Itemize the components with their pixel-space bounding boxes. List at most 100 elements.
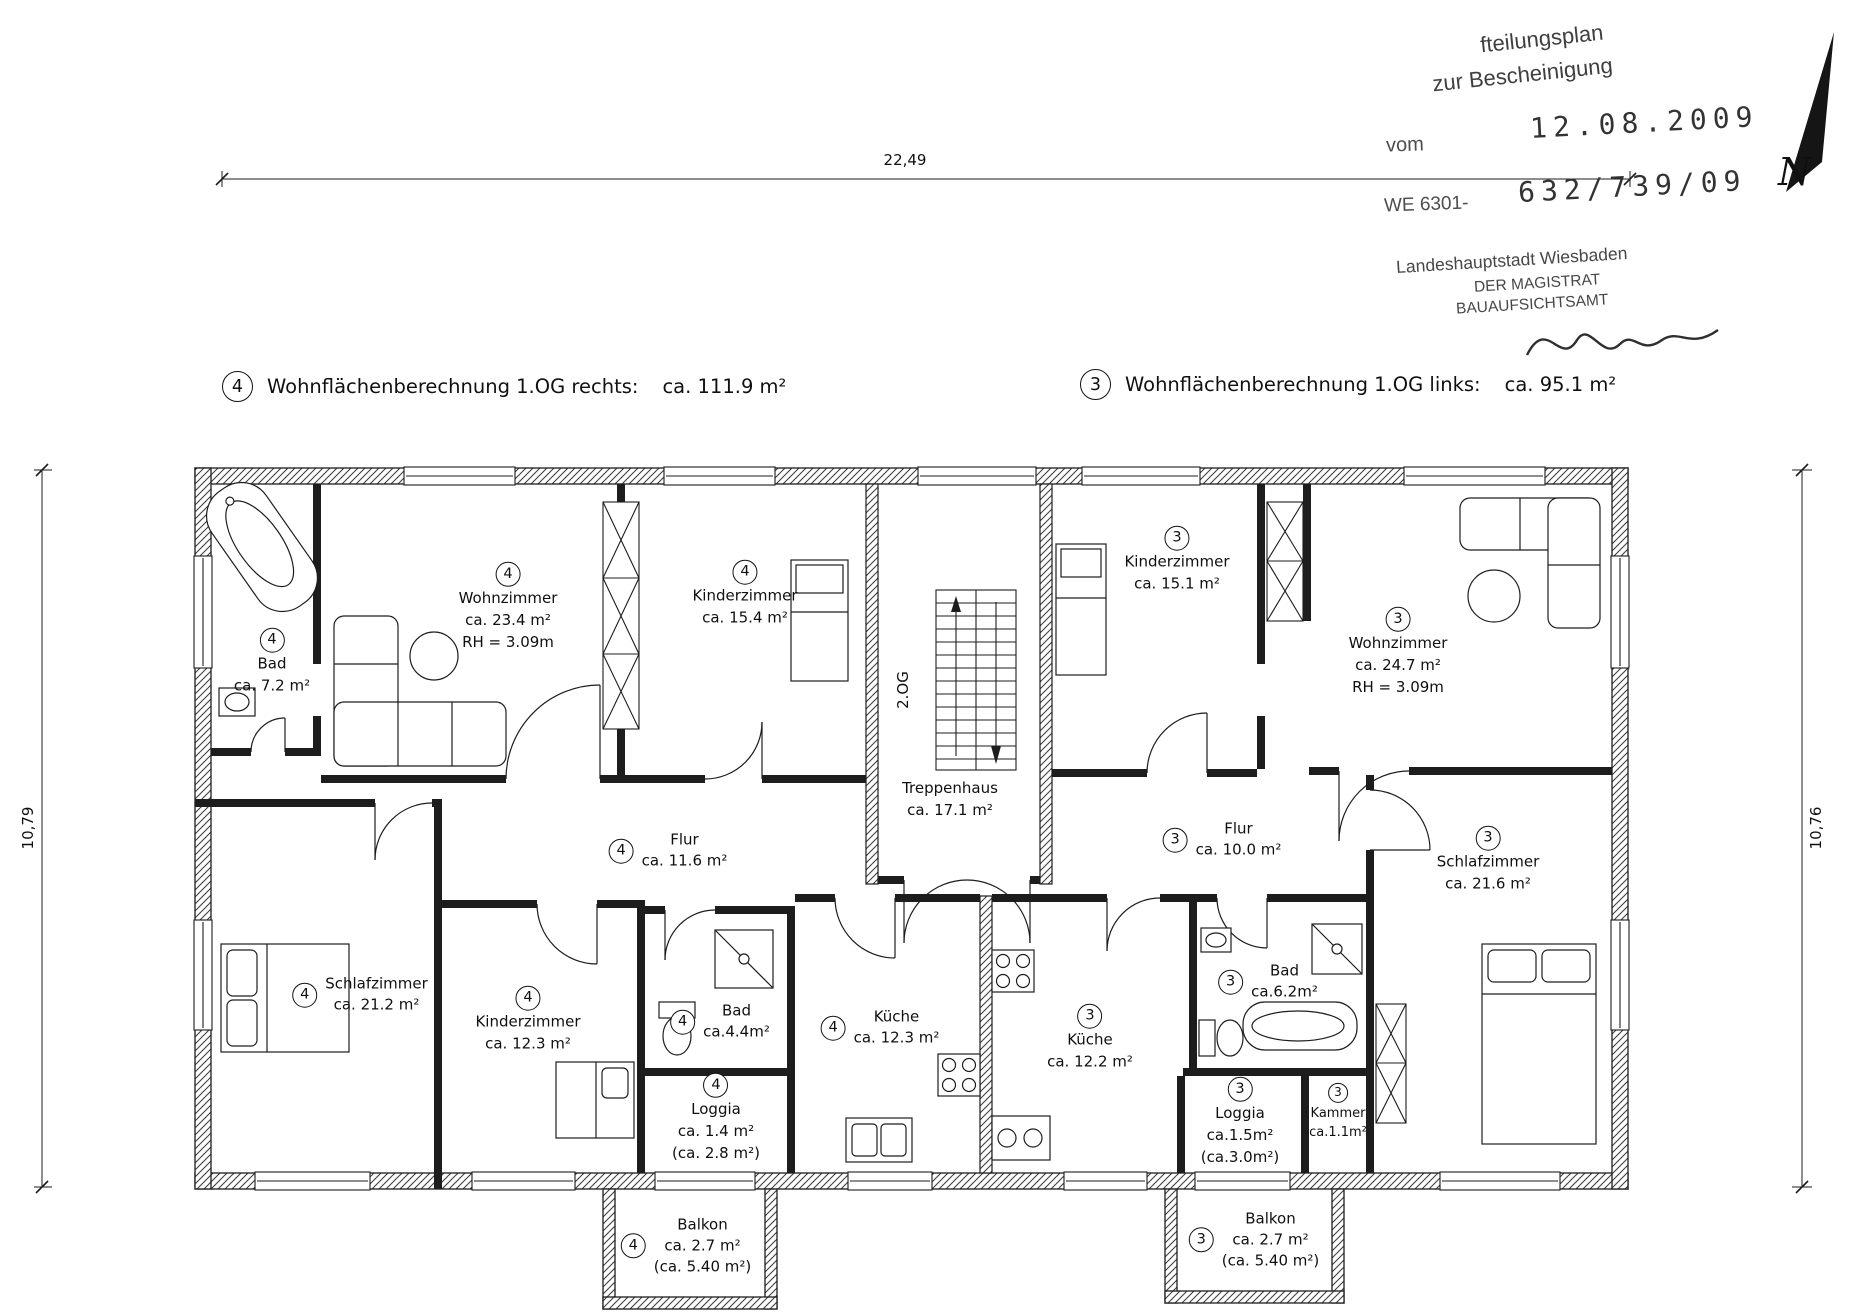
room-area: ca. 23.4 m² [465, 610, 551, 629]
room-name: Flur [1224, 819, 1253, 838]
room-label-kinderzimmer-3: 3 Kinderzimmer ca. 15.1 m² [1124, 525, 1230, 595]
kitchen-sink-symbol-left [845, 1117, 913, 1163]
room-name: Bad [721, 1001, 751, 1020]
room-name: Bad [257, 654, 287, 673]
unit-badge: 4 [515, 985, 541, 1011]
room-label-balkon-4: 4 Balkon ca. 2.7 m² (ca. 5.40 m²) [620, 1215, 751, 1276]
windows [193, 466, 1630, 1191]
stove-symbol-left [937, 1053, 981, 1097]
room-label-kinderzimmer-4-bottom: 4 Kinderzimmer ca. 12.3 m² [475, 985, 581, 1055]
room-name: Wohnzimmer [1348, 633, 1448, 652]
outer-walls [194, 467, 1629, 1190]
unit-4-badge: 4 [222, 371, 253, 402]
room-label-kueche-4: 4 Küche ca. 12.3 m² [820, 1007, 940, 1049]
room-label-balkon-3: 3 Balkon ca. 2.7 m² (ca. 5.40 m²) [1188, 1209, 1319, 1270]
room-name: Kammer [1310, 1105, 1366, 1121]
north-arrow-icon [1786, 32, 1834, 192]
bed-symbol-kinderzimmer3 [1055, 543, 1107, 676]
unit-badge: 3 [1475, 825, 1501, 851]
room-name: Loggia [1215, 1103, 1265, 1122]
room-name: Kinderzimmer [1124, 552, 1230, 571]
room-label-loggia-3: 3 Loggia ca.1.5m² (ca.3.0m²) [1200, 1076, 1280, 1167]
room-name: Wohnzimmer [458, 588, 558, 607]
unit-badge: 3 [1164, 525, 1190, 551]
unit-badge: 3 [1218, 969, 1244, 995]
room-area: ca. 12.3 m² [485, 1034, 571, 1053]
room-area: ca. 12.3 m² [853, 1028, 940, 1047]
header-left-value: ca. 95.1 m² [1504, 373, 1617, 396]
room-label-kueche-3: 3 Küche ca. 12.2 m² [1047, 1003, 1133, 1073]
signature [1522, 310, 1732, 385]
room-label-flur-3: 3 Flur ca. 10.0 m² [1162, 819, 1281, 861]
unit-badge: 4 [703, 1072, 729, 1098]
room-label-bad-3: 3 Bad ca.6.2m² [1218, 962, 1318, 1003]
balcony-walls [602, 1188, 1345, 1310]
stamp-date: 12.08.2009 [1529, 100, 1760, 145]
room-area: ca. 1.4 m² [677, 1121, 755, 1140]
unit-badge: 3 [1188, 1227, 1214, 1253]
stamp-title-line2: zur Bescheinigung [1431, 52, 1614, 97]
bed-symbol-schlafzimmer4 [220, 943, 350, 1053]
room-name: Schlafzimmer [1436, 852, 1540, 871]
room-area: ca. 2.7 m² [1232, 1230, 1309, 1249]
room-label-wohnzimmer-4: 4 Wohnzimmer ca. 23.4 m² RH = 3.09m [458, 561, 558, 652]
unit-badge: 3 [1077, 1003, 1103, 1029]
shower-symbol-right [1311, 923, 1363, 975]
structural-walls [865, 483, 1053, 1174]
signature-stroke [1525, 329, 1719, 356]
room-name: Flur [670, 830, 699, 849]
bed-symbol-schlafzimmer3 [1481, 943, 1597, 1145]
bed-symbol-kinderzimmer4b [555, 1061, 635, 1139]
unit-badge: 4 [820, 1015, 846, 1041]
area-calculation-right: 4 Wohnflächenberechnung 1.OG rechts: ca.… [222, 371, 786, 402]
room-area: ca.1.1m² [1309, 1125, 1367, 1140]
unit-badge: 3 [1327, 1082, 1348, 1103]
room-area-gross: (ca.3.0m²) [1200, 1147, 1280, 1166]
room-name: Kinderzimmer [475, 1012, 581, 1031]
room-label-schlafzimmer-3: 3 Schlafzimmer ca. 21.6 m² [1436, 825, 1540, 895]
bathtub-symbol-right [1242, 1001, 1358, 1051]
unit-badge: 3 [1385, 606, 1411, 632]
toilet-symbol-right [1198, 1019, 1244, 1057]
room-area: ca. 15.1 m² [1134, 574, 1220, 593]
room-area: ca.6.2m² [1251, 982, 1318, 1001]
room-label-flur-4: 4 Flur ca. 11.6 m² [608, 830, 728, 872]
room-area: ca. 11.6 m² [641, 851, 728, 870]
room-name: Bad [1269, 961, 1299, 980]
room-label-bad-4-bottom: 4 Bad ca.4.4m² [670, 1002, 770, 1043]
room-area-gross: (ca. 2.8 m²) [672, 1143, 760, 1162]
room-area: ca. 2.7 m² [664, 1236, 741, 1255]
room-area: ca.4.4m² [703, 1022, 770, 1041]
header-left-label: Wohnflächenberechnung 1.OG links: [1125, 373, 1481, 396]
dimension-right-label: 10,76 [1807, 806, 1825, 850]
room-name: Balkon [1245, 1209, 1296, 1228]
floor-direction-label: 2.OG [894, 671, 912, 709]
header-right-label: Wohnflächenberechnung 1.OG rechts: [267, 375, 639, 398]
unit-badge: 4 [292, 982, 318, 1008]
bathtub-symbol [205, 481, 319, 613]
room-label-bad-4: 4 Bad ca. 7.2 m² [234, 627, 310, 697]
approval-stamp: fteilungsplan zur Bescheinigung vom 12.0… [1372, 18, 1842, 398]
staircase [935, 589, 1017, 771]
dimension-left-label: 10,79 [19, 806, 37, 850]
sofa-symbol-left [333, 615, 507, 767]
door-arcs [250, 684, 1431, 965]
dimension-width-label: 22,49 [883, 151, 927, 169]
shower-symbol-left [714, 929, 774, 989]
room-area: ca. 15.4 m² [702, 608, 788, 627]
room-name: Treppenhaus [902, 779, 998, 798]
unit-badge: 4 [259, 627, 285, 653]
sink-symbol [218, 687, 256, 717]
stamp-title-line1: fteilungsplan [1478, 19, 1605, 58]
stamp-date-label: vom [1385, 133, 1425, 157]
room-name: Loggia [691, 1099, 741, 1118]
room-label-loggia-4: 4 Loggia ca. 1.4 m² (ca. 2.8 m²) [672, 1072, 760, 1163]
unit-badge: 4 [495, 561, 521, 587]
room-area: ca. 21.6 m² [1445, 874, 1531, 893]
room-area: ca. 24.7 m² [1355, 655, 1441, 674]
room-label-wohnzimmer-3: 3 Wohnzimmer ca. 24.7 m² RH = 3.09m [1348, 606, 1448, 697]
room-area: ca. 21.2 m² [333, 995, 420, 1014]
room-name: Kinderzimmer [692, 586, 798, 605]
stamp-we-label: WE 6301- [1383, 192, 1469, 217]
room-name: Küche [873, 1007, 920, 1026]
